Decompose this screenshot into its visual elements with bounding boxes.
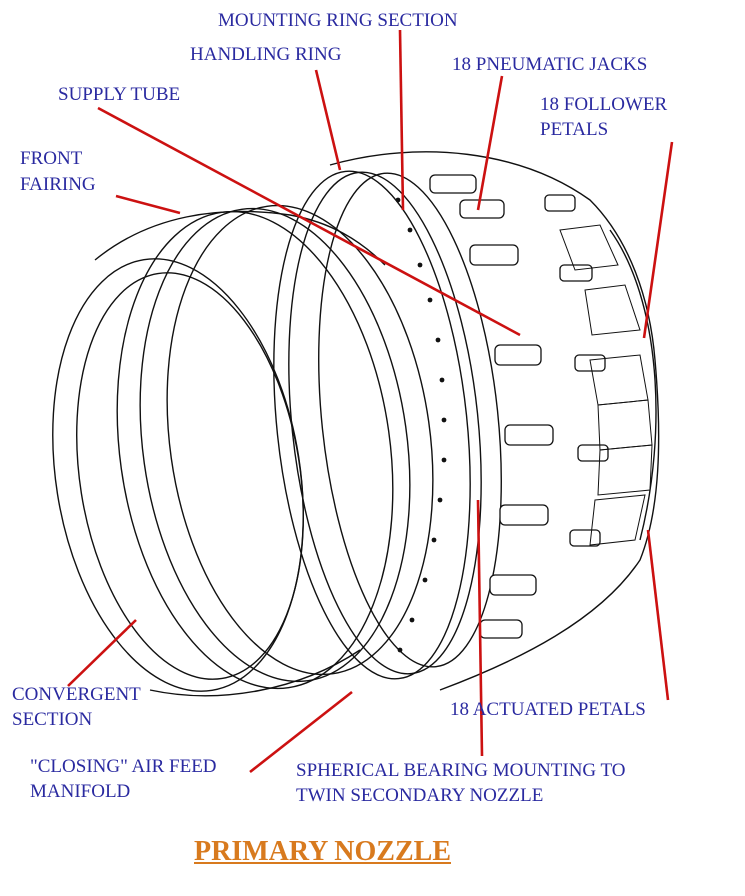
- leader-convergent-section: [67, 619, 137, 687]
- label-pneumatic-jacks: 18 PNEUMATIC JACKS: [452, 54, 648, 75]
- leader-supply-tube: [97, 106, 521, 337]
- front-fairing-band-2: [139, 207, 411, 683]
- label-actuated-petals: 18 ACTUATED PETALS: [450, 699, 646, 720]
- front-fairing-band-1: [116, 210, 394, 690]
- leader-closing-air-feed: [249, 690, 353, 774]
- label-follower-petals-line2: PETALS: [540, 119, 609, 140]
- leader-mounting-ring: [398, 29, 405, 211]
- label-convergent-section-line1: CONVERGENT: [12, 684, 141, 705]
- label-follower-petals-line1: 18 FOLLOWER: [540, 94, 668, 115]
- mounting-ring-1: [273, 170, 471, 680]
- convergent-rim-inner: [76, 272, 304, 680]
- label-closing-air-feed-line1: "CLOSING" AIR FEED: [30, 756, 217, 777]
- front-fairing-band-3: [166, 204, 434, 676]
- leader-front-fairing: [115, 194, 181, 215]
- convergent-body-bottom: [149, 649, 361, 697]
- label-spherical-bearing-line1: SPHERICAL BEARING MOUNTING TO: [296, 760, 626, 781]
- label-mounting-ring-section: MOUNTING RING SECTION: [218, 10, 458, 31]
- mounting-ring-3: [318, 172, 502, 668]
- label-supply-tube: SUPPLY TUBE: [58, 84, 181, 105]
- leader-follower-petals: [642, 141, 674, 339]
- label-front-fairing-line2: FAIRING: [20, 174, 96, 195]
- diagram-title: PRIMARY NOZZLE: [194, 836, 451, 867]
- leader-actuated-petals: [646, 529, 670, 701]
- petal-envelope-rear: [609, 229, 657, 541]
- leader-spherical-bearing: [476, 499, 484, 757]
- follower-petals: [559, 224, 653, 546]
- mounting-ring-2: [288, 171, 482, 675]
- label-handling-ring: HANDLING RING: [190, 44, 342, 65]
- petal-envelope-top: [329, 151, 656, 361]
- label-front-fairing-line1: FRONT: [20, 148, 83, 169]
- label-convergent-section-line2: SECTION: [12, 709, 93, 730]
- convergent-body-top: [94, 210, 386, 266]
- label-spherical-bearing-line2: TWIN SECONDARY NOZZLE: [296, 785, 544, 806]
- label-closing-air-feed-line2: MANIFOLD: [30, 781, 131, 802]
- ring-bolts: [395, 197, 447, 653]
- leader-pneumatic-jacks: [476, 75, 504, 211]
- petal-envelope-bottom: [439, 359, 660, 691]
- leader-handling-ring: [314, 69, 342, 171]
- leader-lines: [67, 29, 674, 774]
